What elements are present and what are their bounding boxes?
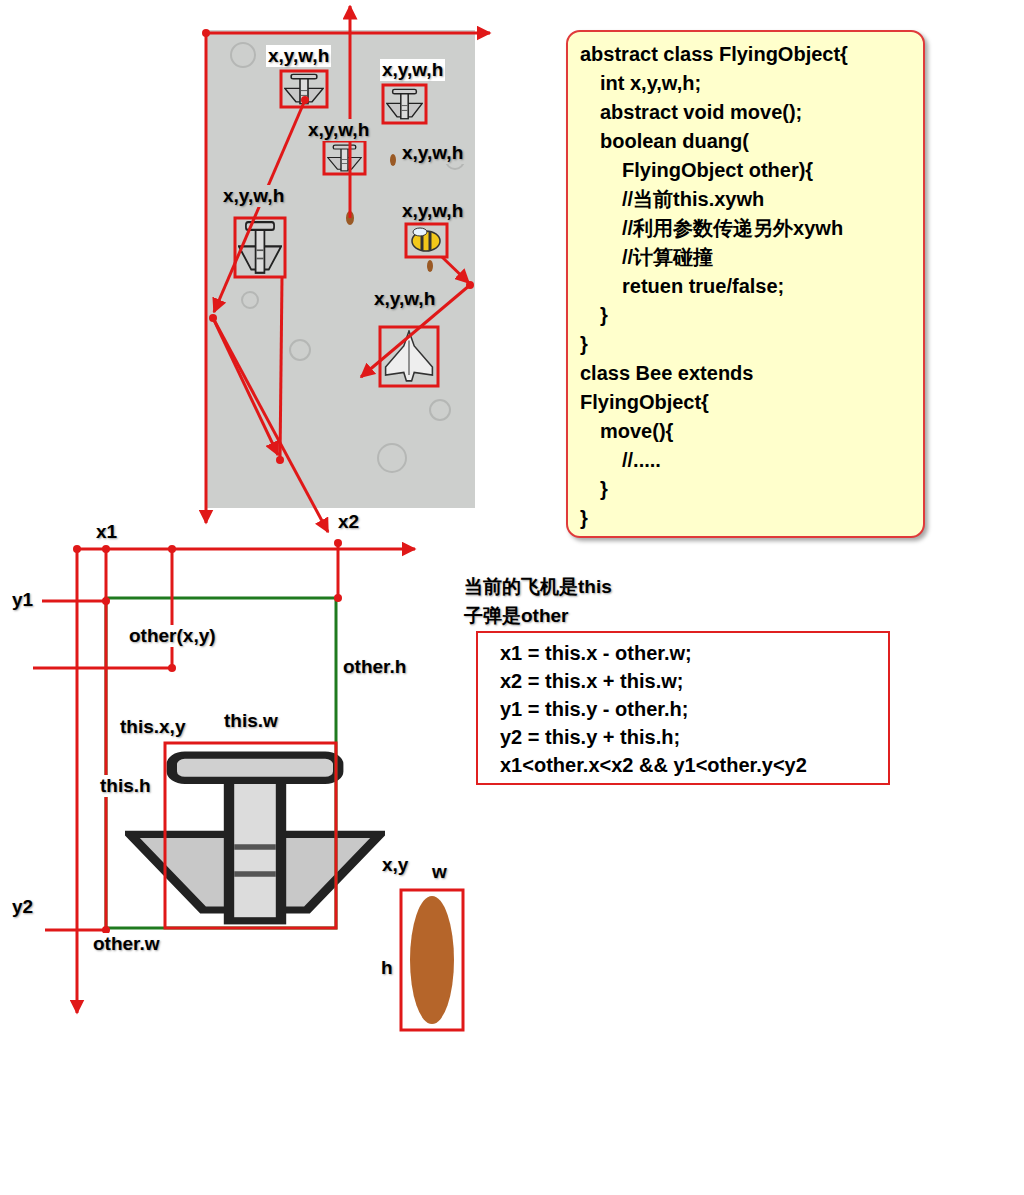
code-line: //当前this.xywh: [622, 187, 764, 211]
axis-label: y1: [10, 589, 35, 611]
coord-label: x,y,w,h: [221, 185, 286, 207]
sprite-boxes: [235, 71, 447, 386]
bullet: [410, 896, 454, 1024]
axis-label: x2: [336, 511, 361, 533]
size-label: w: [430, 861, 449, 883]
code-line: abstract void move();: [600, 100, 802, 124]
size-label: other.h: [341, 656, 408, 678]
coord-label: x,y,w,h: [400, 200, 465, 222]
axes: [33, 543, 415, 1013]
coord-label: x,y,w,h: [266, 45, 331, 67]
code-line: }: [580, 506, 588, 530]
code-line: int x,y,w,h;: [600, 71, 701, 95]
code-line: //计算碰撞: [622, 245, 713, 269]
coord-label: x,y,w,h: [372, 288, 437, 310]
motion-arrows: [206, 6, 490, 532]
game-area: [207, 30, 475, 508]
code-line: boolean duang(: [600, 129, 749, 153]
bullet-box: [401, 890, 463, 1030]
size-label: h: [379, 957, 395, 979]
formula-line: x2 = this.x + this.w;: [500, 669, 683, 693]
size-label: other.w: [91, 933, 162, 955]
enemy-plane: [130, 755, 380, 921]
point-label: x,y: [380, 854, 410, 876]
axis-label: y2: [10, 896, 35, 918]
point-label: other(x,y): [127, 625, 218, 647]
code-line: abstract class FlyingObject{: [580, 42, 848, 66]
point-label: this.x,y: [118, 716, 187, 738]
code-line: }: [580, 332, 588, 356]
code-box: abstract class FlyingObject{ int x,y,w,h;…: [566, 30, 925, 538]
coord-label: x,y,w,h: [400, 142, 465, 164]
points: [202, 29, 474, 464]
formula-line: y2 = this.y + this.h;: [500, 725, 680, 749]
note: 子弹是other: [462, 605, 571, 627]
formula-box: x1 = this.x - other.w; x2 = this.x + this…: [476, 631, 890, 785]
formula-line: x1<other.x<x2 && y1<other.y<y2: [500, 753, 807, 777]
rocks: [231, 43, 464, 472]
size-label: this.w: [222, 710, 280, 732]
points: [73, 539, 342, 934]
code-line: retuen true/false;: [622, 274, 784, 298]
code-line: }: [600, 303, 608, 327]
collision-range: [106, 598, 336, 928]
axis-label: x1: [94, 521, 119, 543]
coord-label: x,y,w,h: [306, 119, 371, 141]
code-line: }: [600, 477, 608, 501]
this-box: [165, 743, 336, 928]
code-line: FlyingObject other){: [622, 158, 813, 182]
code-line: move(){: [600, 419, 673, 443]
formula-line: x1 = this.x - other.w;: [500, 641, 692, 665]
code-line: //利用参数传递另外xywh: [622, 216, 843, 240]
coord-label: x,y,w,h: [380, 59, 445, 81]
formula-line: y1 = this.y - other.h;: [500, 697, 688, 721]
note: 当前的飞机是this: [462, 576, 614, 598]
code-line: //.....: [622, 448, 661, 472]
code-line: class Bee extends: [580, 361, 753, 385]
size-label: this.h: [98, 775, 153, 797]
code-line: FlyingObject{: [580, 390, 709, 414]
